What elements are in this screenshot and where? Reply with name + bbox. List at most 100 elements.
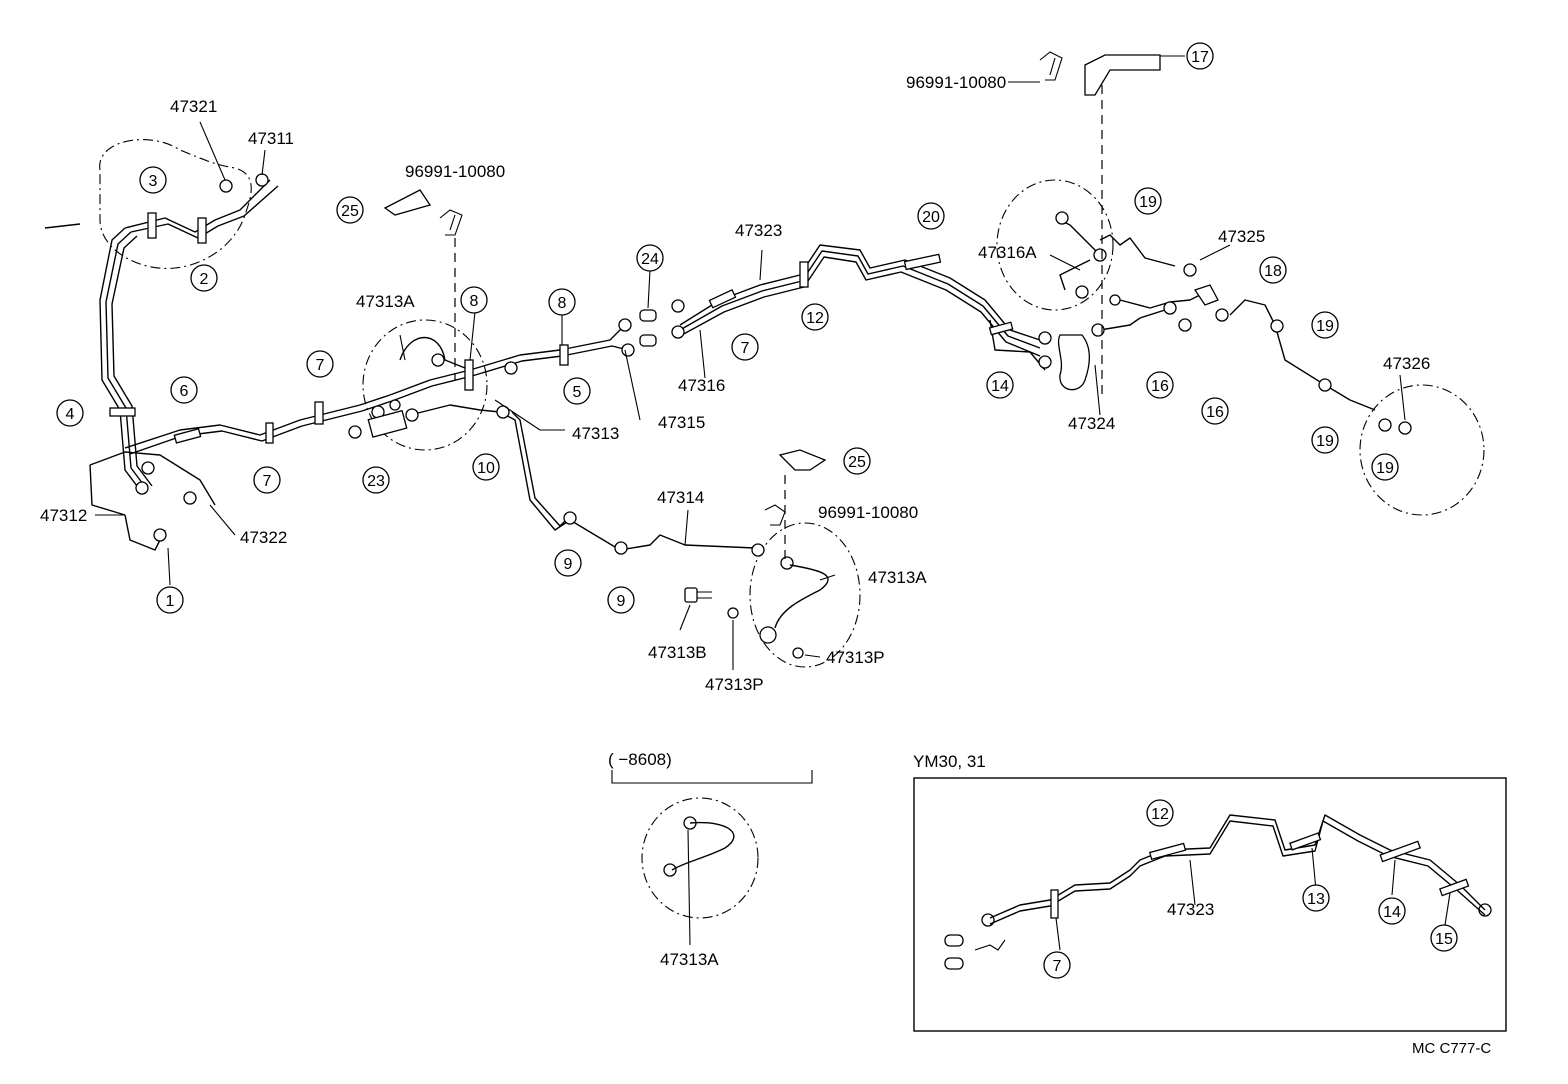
svg-text:12: 12	[806, 310, 824, 327]
rear-right-wheel-outline	[1359, 384, 1485, 516]
callout-23: 23	[362, 466, 390, 494]
front-left-wheel-outline	[99, 139, 252, 270]
callout-7a: 7	[306, 350, 334, 378]
main-brake-lines	[44, 179, 1376, 551]
callout-24: 24	[636, 244, 664, 272]
label-47313B: 47313B	[648, 643, 707, 662]
callout-20: 20	[917, 202, 945, 230]
svg-text:23: 23	[367, 473, 385, 490]
svg-text:17: 17	[1191, 49, 1209, 66]
svg-text:14: 14	[1383, 904, 1401, 921]
svg-text:8: 8	[470, 293, 479, 310]
callout-7b: 7	[253, 466, 281, 494]
callout-1: 1	[156, 586, 184, 614]
leader-lines	[95, 55, 1406, 946]
label-47325: 47325	[1218, 227, 1265, 246]
label-47313A-c: 47313A	[660, 950, 719, 969]
svg-text:12: 12	[1151, 806, 1169, 823]
rear-hose-outline	[996, 179, 1114, 311]
callout-12a: 12	[801, 303, 829, 331]
callout-4: 4	[56, 399, 84, 427]
svg-text:20: 20	[922, 209, 940, 226]
hose-detail-outline	[749, 522, 861, 668]
label-47323-a: 47323	[735, 221, 782, 240]
callout-13: 13	[1302, 884, 1330, 912]
svg-text:25: 25	[341, 203, 359, 220]
fittings	[135, 173, 1492, 927]
svg-text:10: 10	[477, 460, 495, 477]
svg-text:7: 7	[741, 340, 750, 357]
callout-circles: 1 2 3 4 5 6 7 7 7 7 8 8 9 9 10 12 12 13 …	[56, 42, 1458, 979]
callout-14b: 14	[1378, 897, 1406, 925]
svg-text:7: 7	[316, 357, 325, 374]
callout-5: 5	[563, 377, 591, 405]
label-96991-b: 96991-10080	[906, 73, 1006, 92]
svg-text:7: 7	[1053, 958, 1062, 975]
svg-text:13: 13	[1307, 891, 1325, 908]
svg-text:5: 5	[573, 384, 582, 401]
callout-18: 18	[1259, 256, 1287, 284]
label-47326: 47326	[1383, 354, 1430, 373]
callout-17: 17	[1186, 42, 1214, 70]
label-47313A-a: 47313A	[356, 292, 415, 311]
label-96991-c: 96991-10080	[818, 503, 918, 522]
center-joint-outline	[362, 319, 488, 451]
svg-text:19: 19	[1376, 460, 1394, 477]
label-47316A: 47316A	[978, 243, 1037, 262]
connector-parts	[367, 51, 1219, 659]
callout-19b: 19	[1311, 311, 1339, 339]
svg-text:9: 9	[617, 593, 626, 610]
label-47321: 47321	[170, 97, 217, 116]
label-47311: 47311	[248, 129, 294, 148]
dashed-guides	[454, 85, 1103, 560]
callout-16a: 16	[1146, 371, 1174, 399]
label-47313P-a: 47313P	[705, 675, 764, 694]
part-labels: 47321 47311 96991-10080 96991-10080 9699…	[40, 73, 1491, 1057]
svg-text:7: 7	[263, 473, 272, 490]
callout-9a: 9	[554, 549, 582, 577]
svg-text:19: 19	[1316, 433, 1334, 450]
label-47313P-b: 47313P	[826, 648, 885, 667]
callout-25b: 25	[843, 447, 871, 475]
svg-text:16: 16	[1151, 378, 1169, 395]
svg-text:25: 25	[848, 454, 866, 471]
label-47314: 47314	[657, 488, 704, 507]
callout-19d: 19	[1371, 453, 1399, 481]
callout-25a: 25	[336, 196, 364, 224]
label-diagram-code: MC C777-C	[1412, 1040, 1491, 1057]
label-ym30-31: YM30, 31	[913, 752, 986, 771]
callout-8a: 8	[460, 286, 488, 314]
callout-16b: 16	[1201, 397, 1229, 425]
svg-text:8: 8	[558, 295, 567, 312]
callout-15: 15	[1430, 924, 1458, 952]
label-range-8608: ( −8608)	[608, 750, 672, 769]
svg-text:3: 3	[149, 173, 158, 190]
label-47322: 47322	[240, 528, 287, 547]
svg-text:24: 24	[641, 251, 659, 268]
svg-text:19: 19	[1139, 194, 1157, 211]
svg-text:19: 19	[1316, 318, 1334, 335]
callout-6: 6	[170, 376, 198, 404]
svg-text:14: 14	[991, 378, 1009, 395]
callout-2: 2	[190, 264, 218, 292]
label-47313A-b: 47313A	[868, 568, 927, 587]
detail-8608	[611, 770, 813, 919]
svg-text:4: 4	[66, 406, 75, 423]
callout-9b: 9	[607, 586, 635, 614]
callout-10: 10	[472, 453, 500, 481]
label-47315: 47315	[658, 413, 705, 432]
callout-8b: 8	[548, 288, 576, 316]
label-96991-a: 96991-10080	[405, 162, 505, 181]
callout-7d: 7	[1043, 951, 1071, 979]
callout-3: 3	[139, 166, 167, 194]
svg-text:2: 2	[200, 271, 209, 288]
joints	[496, 248, 1392, 555]
svg-text:6: 6	[180, 383, 189, 400]
callout-7c: 7	[731, 333, 759, 361]
svg-text:15: 15	[1435, 931, 1453, 948]
clamps	[109, 212, 1014, 444]
callout-14a: 14	[986, 371, 1014, 399]
svg-text:18: 18	[1264, 263, 1282, 280]
ym30-detail-box	[913, 777, 1507, 1032]
